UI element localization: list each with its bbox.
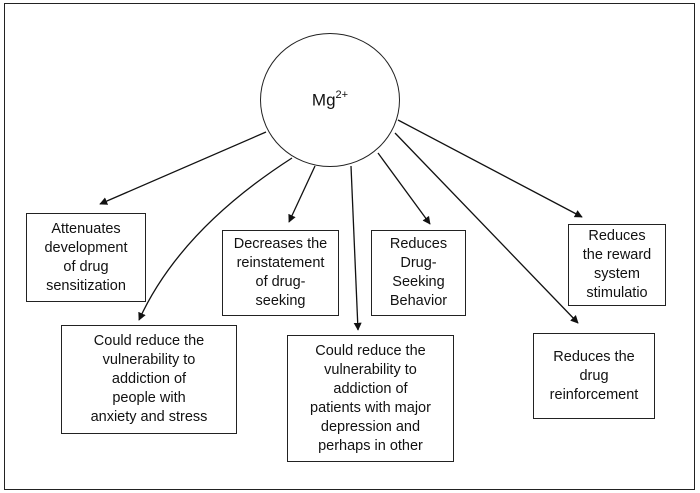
arrow-to-decreases-reinstatement	[288, 165, 316, 223]
arrow-to-reduces-reward-stimulation	[397, 119, 583, 218]
attenuates-sensitization-text: Attenuates development of drug sensitiza…	[44, 220, 128, 294]
decreases-reinstatement-box: Decreases the reinstatement of drug- see…	[222, 230, 339, 316]
decreases-reinstatement-text: Decreases the reinstatement of drug- see…	[233, 236, 328, 309]
magnesium-node: Mg2+	[260, 33, 400, 167]
arrow-to-attenuates-sensitization	[99, 131, 267, 205]
arrow-to-reduces-drug-seeking	[377, 152, 431, 225]
reduces-drug-seeking-box: Reduces Drug- Seeking Behavior	[371, 230, 466, 316]
reduces-drug-seeking-text: Reduces Drug- Seeking Behavior	[389, 236, 448, 309]
reduces-reward-stimulation-box: Reduces the reward system stimulatio	[568, 224, 666, 306]
arrow-to-major-depression-vulnerability	[350, 165, 362, 331]
reduces-reinforcement-box: Reduces the drug reinforcement	[533, 333, 655, 419]
major-depression-vulnerability-box: Could reduce the vulnerability to addict…	[287, 335, 454, 462]
magnesium-label: Mg2+	[311, 88, 349, 110]
reduces-reinforcement-text: Reduces the drug reinforcement	[549, 348, 639, 403]
reduces-reward-stimulation-text: Reduces the reward system stimulatio	[582, 228, 652, 301]
anxiety-stress-vulnerability-text: Could reduce the vulnerability to addict…	[90, 333, 208, 425]
attenuates-sensitization-box: Attenuates development of drug sensitiza…	[26, 213, 146, 302]
diagram-frame	[4, 3, 695, 490]
arrow-to-anxiety-stress-vulnerability	[138, 157, 293, 321]
major-depression-vulnerability-text: Could reduce the vulnerability to addict…	[310, 342, 431, 454]
arrow-to-reduces-reinforcement	[394, 132, 579, 324]
anxiety-stress-vulnerability-box: Could reduce the vulnerability to addict…	[61, 325, 237, 434]
